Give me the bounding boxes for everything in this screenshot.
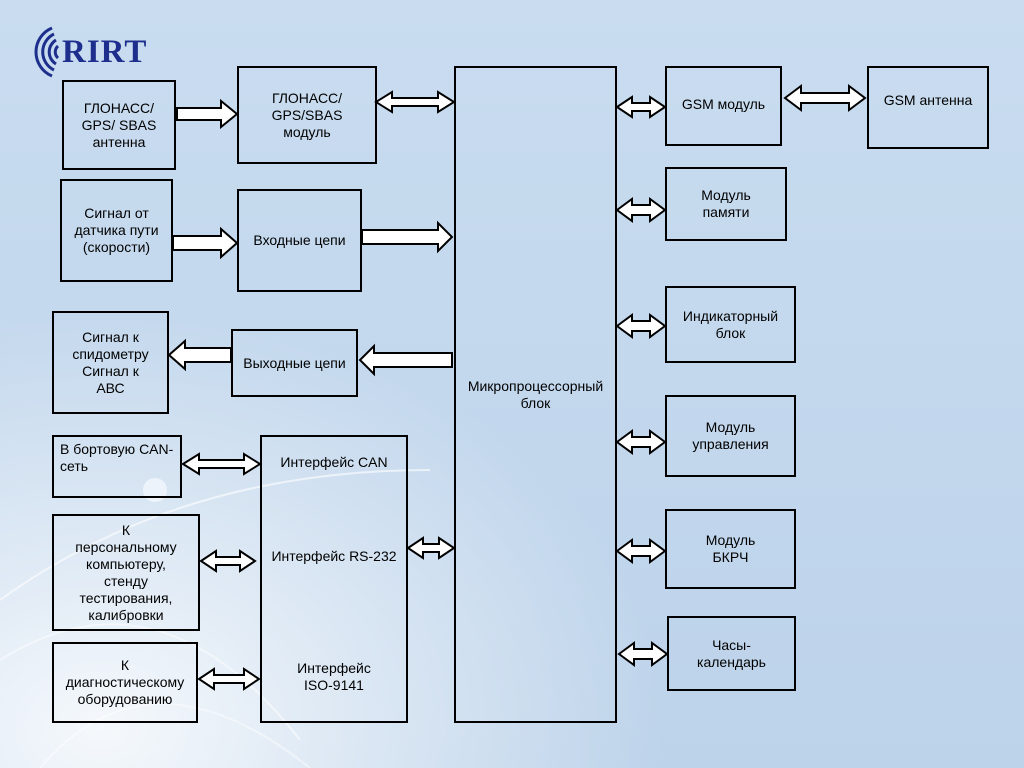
arrow-pc bbox=[199, 549, 257, 573]
interface-can-label: Интерфейс CAN bbox=[280, 454, 388, 470]
arrow-glonass-micro bbox=[374, 90, 456, 114]
rirt-logo: RIRT bbox=[28, 20, 178, 82]
diag-box: К диагностическому оборудованию bbox=[52, 642, 198, 723]
can-network-box: В бортовую CAN- сеть bbox=[52, 435, 182, 498]
bkrch-module-box: Модуль БКРЧ bbox=[665, 509, 796, 589]
arrow-memory bbox=[615, 197, 667, 223]
speedometer-signal-box: Сигнал к спидометру Сигнал к АВС bbox=[52, 311, 169, 414]
arrow-micro-to-output bbox=[358, 343, 453, 377]
logo-text: RIRT bbox=[62, 34, 148, 70]
arrow-gsm-module bbox=[615, 95, 667, 119]
arrow-diag bbox=[197, 667, 261, 691]
gsm-antenna-box: GSM антенна bbox=[867, 66, 989, 149]
control-module-box: Модуль управления bbox=[665, 395, 796, 477]
arrow-clock bbox=[617, 641, 669, 667]
pc-box: К персональному компьютеру, стенду тести… bbox=[52, 514, 200, 631]
arrow-bkrch bbox=[615, 538, 667, 564]
arrow-interfaces-micro bbox=[406, 536, 456, 560]
arrow-glonass-antenna-to-module bbox=[176, 98, 239, 130]
arrow-control bbox=[615, 429, 667, 455]
logo-arcs-icon bbox=[34, 26, 60, 78]
interfaces-box bbox=[260, 435, 408, 723]
interface-rs232-label: Интерфейс RS-232 bbox=[271, 548, 397, 564]
arrow-indicator bbox=[615, 313, 667, 339]
arrow-output-to-speedometer bbox=[167, 338, 232, 372]
microprocessor-box: Микропроцессорный блок bbox=[454, 66, 617, 723]
arrow-can bbox=[181, 452, 262, 476]
glonass-module-box: ГЛОНАСС/ GPS/SBAS модуль bbox=[237, 66, 377, 164]
arrow-gsm-antenna bbox=[783, 84, 867, 112]
interface-iso-label: Интерфейс ISO-9141 bbox=[297, 660, 371, 693]
gsm-module-box: GSM модуль bbox=[665, 66, 782, 146]
speed-sensor-box: Сигнал от датчика пути (скорости) bbox=[60, 179, 173, 282]
arrow-sensor-to-input bbox=[172, 226, 239, 260]
glonass-antenna-box: ГЛОНАСС/ GPS/ SBAS антенна bbox=[62, 80, 176, 170]
memory-module-box: Модуль памяти bbox=[665, 167, 787, 241]
indicator-block-box: Индикаторный блок bbox=[665, 286, 796, 363]
arrow-input-to-micro bbox=[361, 220, 454, 254]
